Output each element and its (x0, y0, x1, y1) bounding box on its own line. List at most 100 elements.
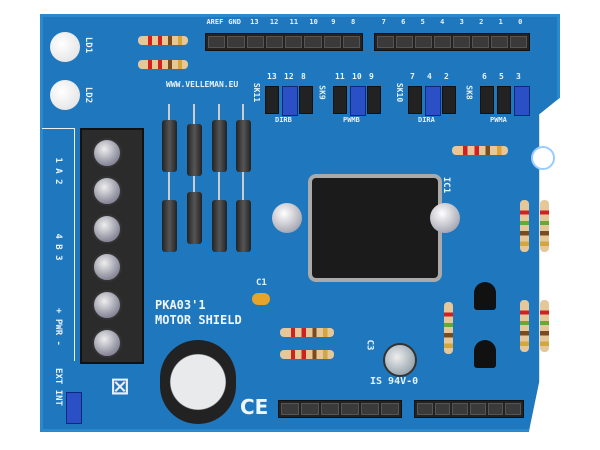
header-socket[interactable] (472, 36, 489, 48)
terminal-label: 1 A 2 (53, 157, 63, 185)
terminal-screw[interactable] (92, 290, 122, 320)
jumper-cap[interactable] (350, 86, 366, 116)
header-socket[interactable] (381, 403, 399, 415)
header-pin-label: 2 (479, 18, 484, 26)
header-pin-label: 9 (331, 18, 336, 26)
resistor (520, 200, 529, 252)
diode (162, 200, 177, 252)
diode (187, 124, 202, 176)
header-socket[interactable] (321, 403, 339, 415)
jumper-pin-label: 3 (516, 72, 521, 81)
header-socket[interactable] (434, 36, 451, 48)
jumper-cap[interactable] (514, 86, 530, 116)
diode-lead (218, 104, 220, 244)
header-socket[interactable] (323, 36, 341, 48)
led-2 (50, 80, 80, 110)
resistor (452, 146, 508, 155)
jumper-pins[interactable] (442, 86, 456, 114)
board-title: PKA03'1 (155, 298, 206, 312)
capacitor-c1 (252, 293, 270, 305)
jumper-pins[interactable] (265, 86, 279, 114)
diode (236, 120, 251, 172)
pin-header-left[interactable] (205, 33, 363, 51)
resistor (540, 300, 549, 352)
terminal-screw[interactable] (92, 214, 122, 244)
jumper-cap[interactable] (282, 86, 298, 116)
header-socket[interactable] (453, 36, 470, 48)
jumper-pin-label: 2 (444, 72, 449, 81)
jumper-pins[interactable] (480, 86, 494, 114)
mounting-screw (272, 203, 302, 233)
pin-header-right[interactable] (374, 33, 530, 51)
header-socket[interactable] (417, 403, 433, 415)
jumper-function-label: DIRA (418, 116, 435, 124)
resistor (444, 302, 453, 354)
header-socket[interactable] (208, 36, 226, 48)
board-subtitle: MOTOR SHIELD (155, 313, 242, 327)
header-socket[interactable] (285, 36, 303, 48)
header-socket[interactable] (510, 36, 527, 48)
jumper-socket-label: SK8 (464, 85, 474, 100)
pin-header-bottom-left[interactable] (278, 400, 402, 418)
header-socket[interactable] (434, 403, 451, 415)
jumper-socket-label: SK10 (395, 82, 405, 103)
header-socket[interactable] (415, 36, 432, 48)
header-pin-label: 6 (401, 18, 406, 26)
header-pin-label: 3 (459, 18, 464, 26)
header-pin-label: GND (228, 18, 241, 26)
header-socket[interactable] (396, 36, 413, 48)
header-socket[interactable] (505, 403, 522, 415)
terminal-screw[interactable] (92, 252, 122, 282)
diode-lead (168, 104, 170, 244)
jumper-pins[interactable] (333, 86, 347, 114)
jumper-pins[interactable] (497, 86, 511, 114)
transistor (474, 340, 496, 368)
header-socket[interactable] (227, 36, 245, 48)
jumper-pin-label: 9 (369, 72, 374, 81)
header-socket[interactable] (281, 403, 299, 415)
jumper-pins[interactable] (299, 86, 313, 114)
jumper-pin-label: 4 (427, 72, 432, 81)
header-socket[interactable] (342, 36, 360, 48)
header-pin-label: 10 (309, 18, 318, 26)
jumper-pins[interactable] (367, 86, 381, 114)
pin-header-bottom-right[interactable] (414, 400, 524, 418)
header-socket[interactable] (301, 403, 319, 415)
terminal-screw[interactable] (92, 328, 122, 358)
header-socket[interactable] (246, 36, 264, 48)
header-socket[interactable] (470, 403, 486, 415)
jumper-pin-label: 5 (499, 72, 504, 81)
jumper-pin-label: 10 (352, 72, 362, 81)
header-socket[interactable] (377, 36, 394, 48)
electrolytic-capacitor (160, 340, 236, 424)
header-socket[interactable] (487, 403, 504, 415)
jumper-socket-label: SK11 (252, 82, 262, 103)
resistor (280, 350, 334, 359)
header-socket[interactable] (361, 403, 379, 415)
mounting-hole (531, 146, 555, 170)
header-pin-label: 11 (289, 18, 299, 26)
header-pin-label: 5 (420, 18, 425, 26)
header-socket[interactable] (341, 403, 359, 415)
header-socket[interactable] (452, 403, 469, 415)
jumper-function-label: DIRB (275, 116, 292, 124)
resistor (138, 60, 188, 69)
diode (162, 120, 177, 172)
resistor (138, 36, 188, 45)
resistor (280, 328, 334, 337)
jumper-pins[interactable] (408, 86, 422, 114)
header-pin-label: 13 (250, 18, 259, 26)
ext-int-jumper[interactable] (66, 392, 82, 424)
terminal-screw[interactable] (92, 138, 122, 168)
c3-label: C3 (364, 339, 375, 351)
header-socket[interactable] (265, 36, 283, 48)
led-1 (50, 32, 80, 62)
header-pin-label: 4 (440, 18, 445, 26)
header-socket[interactable] (304, 36, 322, 48)
terminal-label-frame (42, 128, 75, 361)
jumper-pin-label: 11 (335, 72, 345, 81)
terminal-screw[interactable] (92, 176, 122, 206)
jumper-cap[interactable] (425, 86, 441, 116)
header-socket[interactable] (491, 36, 508, 48)
resistor (540, 200, 549, 252)
